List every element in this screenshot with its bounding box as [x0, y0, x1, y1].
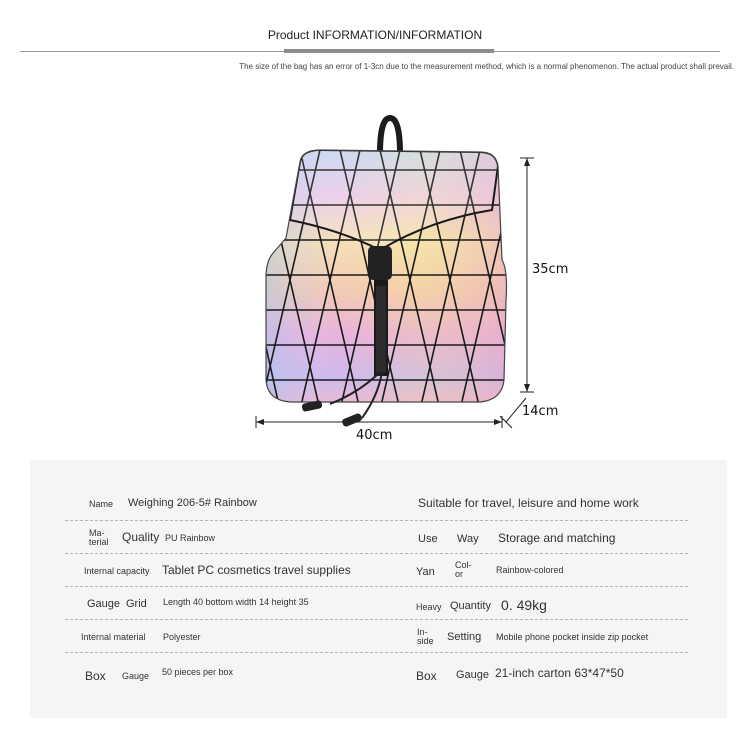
spec-label: Setting	[447, 631, 482, 643]
spec-label: Name	[89, 499, 114, 509]
spec-label: Internal capacity	[84, 566, 150, 576]
spec-label: Gauge	[87, 598, 121, 610]
spec-value: Storage and matching	[498, 531, 616, 545]
spec-row-internal-material: Internal material Polyester In-side Sett…	[65, 619, 688, 653]
spec-label: In-side	[417, 627, 434, 646]
spec-label: Col-or	[455, 560, 472, 579]
spec-label: Grid	[126, 598, 147, 610]
spec-value: 0. 49kg	[501, 597, 547, 613]
spec-value: Length 40 bottom width 14 height 35	[163, 597, 309, 607]
spec-value: 21-inch carton 63*47*50	[495, 666, 624, 680]
spec-label: Gauge	[456, 669, 490, 681]
header-divider-accent	[284, 49, 494, 53]
spec-value: Mobile phone pocket inside zip pocket	[496, 632, 649, 642]
spec-label: Quantity	[450, 600, 491, 612]
spec-label: Gauge	[122, 671, 150, 681]
spec-row-capacity: Internal capacity Tablet PC cosmetics tr…	[65, 553, 688, 587]
spec-label: Box	[85, 669, 106, 683]
backpack-illustration	[255, 114, 534, 429]
size-disclaimer: The size of the bag has an error of 1-3c…	[239, 62, 734, 71]
spec-value: Tablet PC cosmetics travel supplies	[162, 563, 351, 577]
spec-row-box: Box Gauge 50 pieces per box Box Gauge 21…	[65, 652, 688, 685]
spec-row-material: Ma-terial Quality PU Rainbow Use Way Sto…	[65, 520, 688, 554]
height-dimension-label: 35cm	[532, 262, 569, 277]
spec-table: Name Weighing 206-5# Rainbow Suitable fo…	[30, 460, 727, 718]
spec-label: Internal material	[81, 632, 146, 642]
page-title: Product INFORMATION/INFORMATION	[267, 28, 483, 42]
depth-dimension-label: 14cm	[522, 404, 559, 419]
spec-row-gauge: Gauge Grid Length 40 bottom width 14 hei…	[65, 586, 688, 620]
spec-value: 50 pieces per box	[162, 667, 234, 677]
width-dimension-label: 40cm	[356, 428, 393, 443]
spec-label: Heavy	[416, 602, 442, 612]
spec-value: Weighing 206-5# Rainbow	[128, 497, 257, 509]
spec-value: Suitable for travel, leisure and home wo…	[418, 496, 639, 510]
spec-label: Use	[418, 533, 438, 545]
spec-label: Quality	[122, 530, 160, 544]
spec-label: Ma-terial	[89, 528, 109, 547]
spec-label: Yan	[416, 566, 435, 578]
spec-label: Way	[457, 533, 479, 545]
spec-value: Polyester	[163, 632, 201, 642]
spec-row-name: Name Weighing 206-5# Rainbow Suitable fo…	[65, 487, 688, 521]
spec-value: PU Rainbow	[165, 533, 216, 543]
spec-label: Box	[416, 669, 437, 683]
spec-value: Rainbow-colored	[496, 565, 564, 575]
product-figure: 35cm 14cm 40cm	[230, 110, 568, 450]
